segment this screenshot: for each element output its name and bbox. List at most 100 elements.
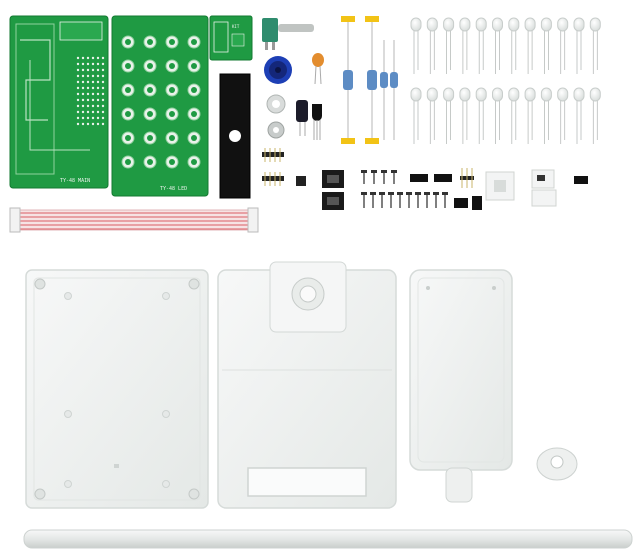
pcb-pad — [91, 74, 95, 78]
pcb-pad — [91, 80, 95, 84]
led-icon — [589, 17, 601, 32]
tape-top — [365, 16, 379, 22]
led-icon — [426, 87, 438, 102]
led-icon — [573, 87, 585, 102]
led-pad-hole — [191, 135, 197, 141]
resistor-icon — [367, 70, 377, 90]
pcb-pad — [101, 56, 105, 60]
led-pad-hole — [125, 39, 131, 45]
pcb-pad — [91, 104, 95, 108]
led-icon — [557, 87, 569, 102]
pcb-pad — [96, 116, 100, 120]
pcb-pad — [86, 110, 90, 114]
pcb-pad — [91, 122, 95, 126]
pcb-pad — [76, 110, 80, 114]
pcb-pad — [81, 56, 85, 60]
led-icon — [475, 17, 487, 32]
ic-socket-icon — [296, 170, 344, 210]
pcb-pad — [76, 122, 80, 126]
pcb-pad — [86, 62, 90, 66]
resistor-icon — [380, 72, 388, 88]
led-group — [410, 17, 601, 144]
pcb-pad — [86, 116, 90, 120]
led-pad-hole — [191, 63, 197, 69]
pcb-pad — [91, 92, 95, 96]
screw-head — [397, 192, 403, 195]
led-icon — [508, 87, 520, 102]
pcb-pad — [96, 92, 100, 96]
led-icon — [443, 87, 455, 102]
led-pad-hole — [169, 111, 175, 117]
pcb-pad — [101, 92, 105, 96]
screw-icon — [361, 170, 448, 208]
slide-switch-icon — [410, 168, 588, 210]
pcb-pad — [76, 116, 80, 120]
pcb-pad — [76, 80, 80, 84]
main-pcb-silk-tag: TY-48 MAIN — [60, 178, 90, 184]
pcb-perf-grid — [76, 56, 105, 126]
pcb-pad — [86, 86, 90, 90]
resistor-icon — [390, 72, 398, 88]
led-pad-hole — [147, 39, 153, 45]
pcb-pad — [86, 122, 90, 126]
pcb-pad — [96, 98, 100, 102]
pcb-pad — [96, 110, 100, 114]
resistor-icon — [343, 70, 353, 90]
pcb-pad — [96, 74, 100, 78]
led-icon — [443, 17, 455, 32]
led-pcb: TY-48 LED — [111, 15, 209, 197]
tape-bottom — [341, 138, 355, 144]
pcb-pad — [76, 104, 80, 108]
led-icon — [508, 17, 520, 32]
pcb-pad — [101, 104, 105, 108]
pcb-pad — [101, 86, 105, 90]
pcb-pad — [81, 92, 85, 96]
led-pad-hole — [147, 111, 153, 117]
pcb-pad — [81, 80, 85, 84]
led-icon — [540, 87, 552, 102]
led-pad-hole — [125, 87, 131, 93]
pcb-pad — [101, 110, 105, 114]
screw-head — [361, 192, 367, 195]
led-pad-hole — [147, 159, 153, 165]
screw-head — [361, 170, 367, 173]
pcb-pad — [76, 86, 80, 90]
ribbon-cable — [9, 207, 259, 233]
enclosure-front-cover — [217, 261, 397, 509]
led-pad-hole — [169, 159, 175, 165]
pcb-pad — [101, 122, 105, 126]
small-pcb-silk-tag: KIT — [232, 24, 240, 29]
pcb-pad — [81, 122, 85, 126]
pcb-pad — [81, 104, 85, 108]
pcb-pad — [86, 56, 90, 60]
pcb-pad — [91, 98, 95, 102]
pcb-pad — [101, 68, 105, 72]
pcb-pad — [96, 68, 100, 72]
pcb-pad — [101, 116, 105, 120]
pcb-pad — [81, 86, 85, 90]
pcb-pad — [96, 80, 100, 84]
pcb-pad — [76, 74, 80, 78]
screw-head — [424, 192, 430, 195]
led-icon — [573, 17, 585, 32]
pcb-pad — [96, 62, 100, 66]
potentiometer-icon — [262, 18, 314, 50]
black-panel — [219, 73, 251, 199]
screw-head — [406, 192, 412, 195]
pcb-pad — [81, 116, 85, 120]
pcb-pad — [101, 80, 105, 84]
led-icon — [426, 17, 438, 32]
led-pad-hole — [191, 111, 197, 117]
electrolytic-capacitor-icon — [296, 100, 308, 136]
pcb-pad — [76, 98, 80, 102]
capacitor-icon — [312, 53, 324, 85]
washer-icon — [266, 94, 286, 139]
pcb-pad — [96, 104, 100, 108]
knob-cap-icon — [536, 447, 578, 481]
pcb-pad — [101, 98, 105, 102]
led-pcb-silk-tag: TY-48 LED — [160, 186, 187, 192]
pcb-pad — [96, 122, 100, 126]
screw-head — [379, 192, 385, 195]
pcb-pad — [76, 56, 80, 60]
screw-head — [442, 192, 448, 195]
